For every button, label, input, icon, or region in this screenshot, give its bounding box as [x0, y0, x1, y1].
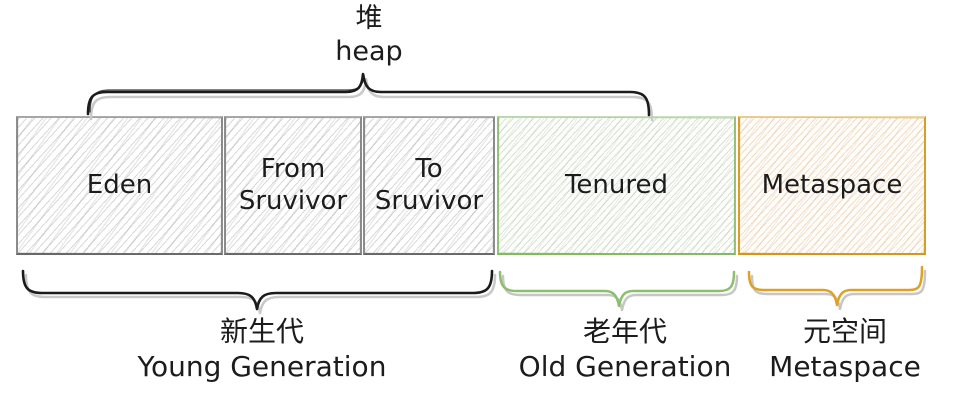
young-generation-label-en: Young Generation	[137, 350, 387, 383]
metaspace-brace-shadow	[750, 269, 927, 311]
tenured-label: Tenured	[564, 169, 669, 200]
heap-title-cn: 堆	[355, 3, 383, 34]
from-survivor-label: From Sruvivor	[238, 153, 348, 216]
metaspace-group-label-cn: 元空间	[802, 315, 888, 348]
to-survivor-box: To Sruvivor	[356, 116, 495, 259]
old-generation-label-cn: 老年代	[582, 315, 668, 348]
eden-label: Eden	[86, 169, 153, 200]
old-brace-shadow	[501, 274, 739, 312]
eden-box: Eden	[9, 116, 223, 259]
old-generation-label: 老年代 Old Generation	[519, 314, 732, 384]
young-generation-label: 新生代 Young Generation	[138, 314, 387, 384]
metaspace-group-label-en: Metaspace	[769, 350, 921, 383]
metaspace-group-label: 元空间 Metaspace	[769, 314, 921, 384]
old-brace-stroke	[498, 270, 736, 308]
heap-title-en: heap	[335, 36, 403, 67]
heap-brace-stroke	[86, 72, 651, 117]
metaspace-box: Metaspace	[731, 116, 926, 259]
young-brace-shadow	[24, 273, 497, 315]
young-generation-brace	[21, 269, 497, 315]
to-survivor-label: To Sruvivor	[374, 153, 484, 216]
heap-title: 堆 heap	[335, 2, 402, 68]
old-generation-label-en: Old Generation	[518, 350, 732, 383]
metaspace-label: Metaspace	[761, 169, 903, 200]
young-brace-stroke	[21, 269, 494, 311]
heap-brace-shadow	[89, 77, 654, 122]
young-generation-label-cn: 新生代	[219, 315, 305, 348]
metaspace-brace-stroke	[747, 265, 924, 307]
tenured-box: Tenured	[490, 116, 736, 259]
heap-brace-overstroke	[89, 74, 365, 113]
old-generation-brace	[498, 270, 739, 312]
metaspace-brace	[747, 265, 927, 311]
from-survivor-box: From Sruvivor	[217, 116, 362, 259]
heap-brace	[86, 72, 654, 122]
